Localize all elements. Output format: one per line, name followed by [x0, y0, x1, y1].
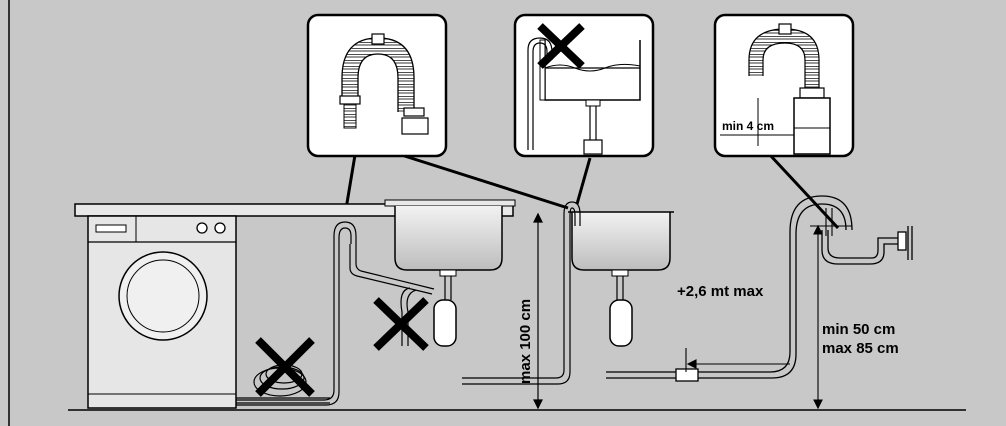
sink-right: [568, 211, 674, 347]
dimension-min-50-max-85-cm: [810, 224, 852, 410]
machine-door: [118, 251, 208, 341]
sink-left-trap: [433, 299, 457, 347]
sink-right-trap: [609, 299, 633, 347]
label-max-85-cm: max 85 cm: [822, 340, 899, 357]
callout-panel-sink-water: [513, 13, 655, 158]
hose-inserted-standpipe: [825, 208, 833, 236]
dimension-max-100-cm: [533, 212, 543, 410]
cross-icon-floor-coil: [255, 337, 315, 397]
machine-knob-1: [196, 222, 208, 234]
dimension-plus-2-6-mt-max: [685, 348, 790, 372]
drain-hose-right-sink: [462, 201, 581, 385]
label-min-4-cm: min 4 cm: [722, 119, 774, 133]
cross-icon-trap-connection: [373, 297, 429, 351]
standpipe: [606, 195, 913, 382]
sink-left: [384, 199, 516, 347]
standpipe-hose-icon: [749, 28, 819, 98]
callout-panel-standpipe: [713, 13, 855, 158]
label-min-50-cm: min 50 cm: [822, 321, 895, 338]
hose-guide-icon: [342, 37, 414, 112]
callout-panel-hose-guide: [306, 13, 448, 158]
machine-knob-2: [214, 222, 226, 234]
cross-icon-submerged-hose: [537, 23, 585, 69]
label-plus-2-6-mt-max: +2,6 mt max: [677, 283, 764, 300]
label-max-100-cm: max 100 cm: [517, 299, 534, 384]
washing-machine: [87, 215, 237, 409]
drain-hose-left: [236, 221, 357, 406]
